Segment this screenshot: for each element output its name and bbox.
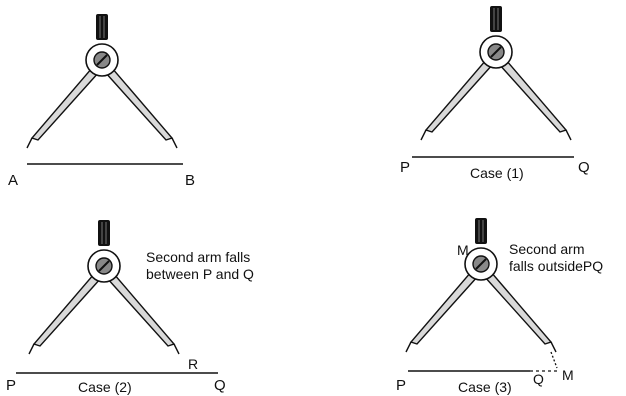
case-3-note-line-1: Second arm (509, 241, 584, 257)
panel-case-3: P Q M M Case (3) Second arm falls outsid… (396, 217, 603, 395)
case-2-note-line-2: between P and Q (146, 266, 254, 282)
point-q-label: Q (578, 159, 590, 176)
compass-icon (405, 217, 557, 353)
point-m-top-label: M (457, 242, 469, 258)
point-p-label: P (396, 377, 406, 394)
point-r-label: R (188, 356, 198, 372)
point-p-label: P (6, 377, 16, 394)
case-1-caption: Case (1) (470, 165, 524, 181)
case-3-note-line-2: falls outsidePQ (509, 258, 603, 274)
panel-case-1: P Q Case (1) (400, 5, 590, 181)
point-q-label: Q (533, 371, 544, 387)
compass-icon (26, 13, 178, 149)
case-2-caption: Case (2) (78, 379, 132, 395)
point-b-label: B (185, 172, 195, 189)
compass-icon (28, 219, 180, 355)
panel-case-2: P Q R Case (2) Second arm falls between … (6, 219, 254, 395)
case-2-note-line-1: Second arm falls (146, 249, 250, 265)
case-3-caption: Case (3) (458, 379, 512, 395)
point-p-label: P (400, 159, 410, 176)
compass-icon (420, 5, 572, 141)
point-a-label: A (8, 172, 18, 189)
point-m-label: M (562, 367, 574, 383)
panel-ab: A B (8, 13, 195, 189)
point-q-label: Q (214, 377, 226, 394)
arm-extension-dashed (550, 351, 558, 369)
